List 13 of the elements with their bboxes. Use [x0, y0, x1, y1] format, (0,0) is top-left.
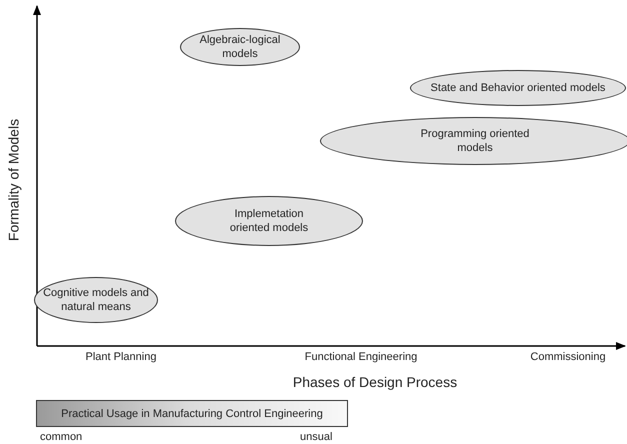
tick-label: Functional Engineering [304, 350, 418, 365]
model-ellipse: Implemetation oriented models [175, 196, 363, 246]
axis-title: Phases of Design Process [292, 373, 458, 392]
gradient-bar: Practical Usage in Manufacturing Control Engineering [36, 400, 348, 427]
scale-label: common [40, 430, 82, 444]
tick-label: Plant Planning [86, 350, 156, 365]
model-ellipse: Algebraic-logical models [180, 28, 300, 66]
scale-label: unsual [300, 430, 332, 444]
model-ellipse: Cognitive models and natural means [34, 277, 158, 323]
axis-title: Formality of Models [4, 118, 22, 242]
model-ellipse: State and Behavior oriented models [410, 70, 626, 106]
tick-label: Commissioning [530, 350, 606, 365]
model-ellipse: Programming oriented models [320, 117, 627, 165]
